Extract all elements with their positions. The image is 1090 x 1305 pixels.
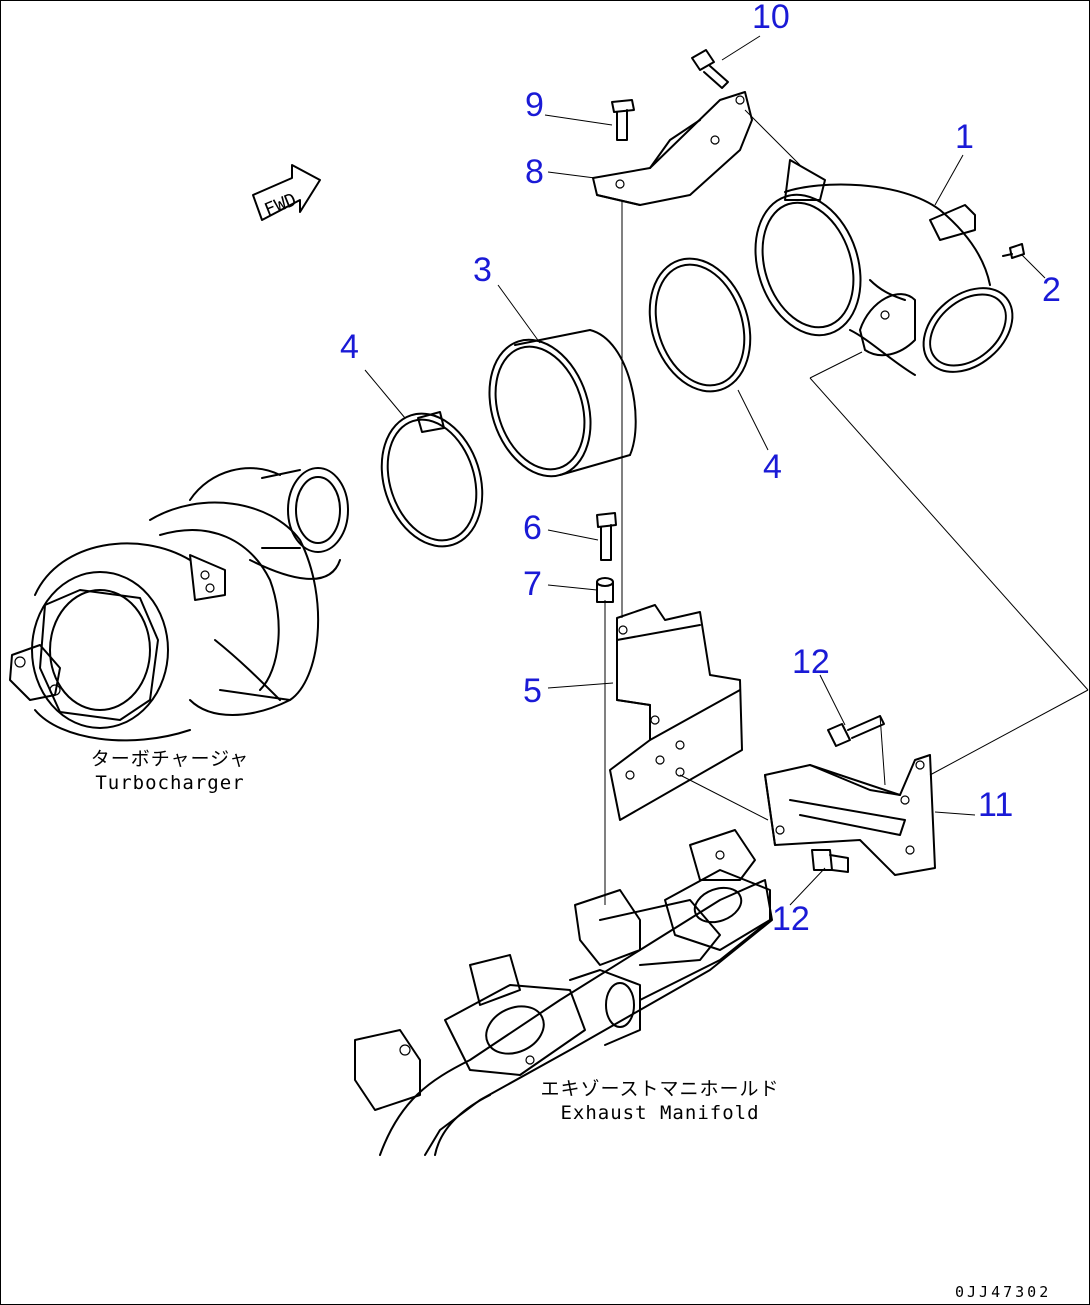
callout-8: 8: [525, 153, 544, 191]
callout-leaders: [364, 35, 1046, 906]
elbow-pipe-drawing: [754, 159, 1014, 376]
turbocharger-label-jp: ターボチャージャ: [90, 748, 250, 770]
callout-10: 10: [752, 0, 790, 36]
alignment-lines: [604, 109, 1089, 905]
bracket-8-drawing: [592, 91, 753, 206]
sleeve-drawing: [488, 329, 637, 478]
callout-12-upper: 12: [792, 643, 830, 681]
exhaust-manifold-drawing: [354, 829, 773, 1156]
clamp-right-drawing: [648, 257, 752, 393]
callout-4-right: 4: [763, 448, 782, 486]
callout-9: 9: [525, 86, 544, 124]
turbocharger-drawing: [9, 467, 349, 742]
callout-5: 5: [523, 672, 542, 710]
callout-3: 3: [473, 251, 492, 289]
callout-6: 6: [523, 509, 542, 547]
callout-2: 2: [1042, 271, 1061, 309]
bolt-12-upper-drawing: [827, 715, 885, 747]
bolt-6-drawing: [596, 512, 617, 561]
spacer-7-drawing: [596, 577, 614, 603]
callout-11: 11: [978, 786, 1014, 824]
clamp-left-drawing: [380, 411, 484, 548]
turbocharger-label-en: Turbocharger: [95, 772, 245, 794]
fwd-arrow-icon: FWD: [252, 164, 321, 221]
manifold-label-en: Exhaust Manifold: [560, 1102, 760, 1124]
bolt-9-drawing: [611, 99, 635, 141]
drawing-code: 0JJ47302: [955, 1283, 1052, 1301]
callout-4-left: 4: [340, 328, 359, 366]
fwd-label: FWD: [262, 189, 300, 221]
bolt-10-drawing: [691, 49, 729, 89]
bracket-5-drawing: [609, 604, 743, 821]
manifold-label-jp: エキゾーストマニホールド: [540, 1078, 780, 1100]
bracket-11-drawing: [764, 754, 936, 876]
callout-1: 1: [955, 118, 974, 156]
callout-12-lower: 12: [772, 900, 810, 938]
callout-7: 7: [523, 565, 542, 603]
bolt-12-lower-drawing: [811, 849, 849, 873]
bolt-2-drawing: [1002, 243, 1025, 259]
